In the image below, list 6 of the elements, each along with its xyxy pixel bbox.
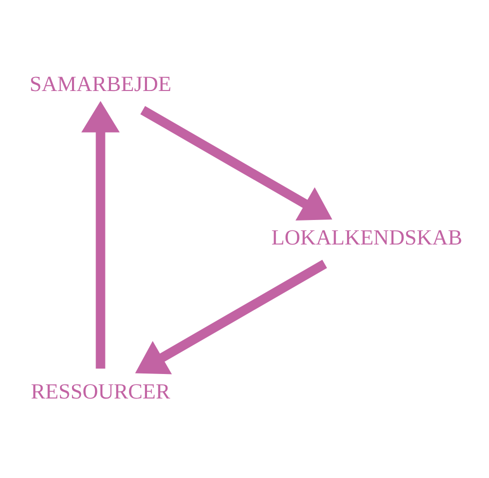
node-text: LOKALKENDSKAB [271,225,462,250]
arrow [135,259,328,374]
node-text: SAMARBEJDE [30,71,172,96]
arrow [81,100,120,368]
node-text: RESSOURCER [30,378,170,403]
arrow [140,106,332,220]
